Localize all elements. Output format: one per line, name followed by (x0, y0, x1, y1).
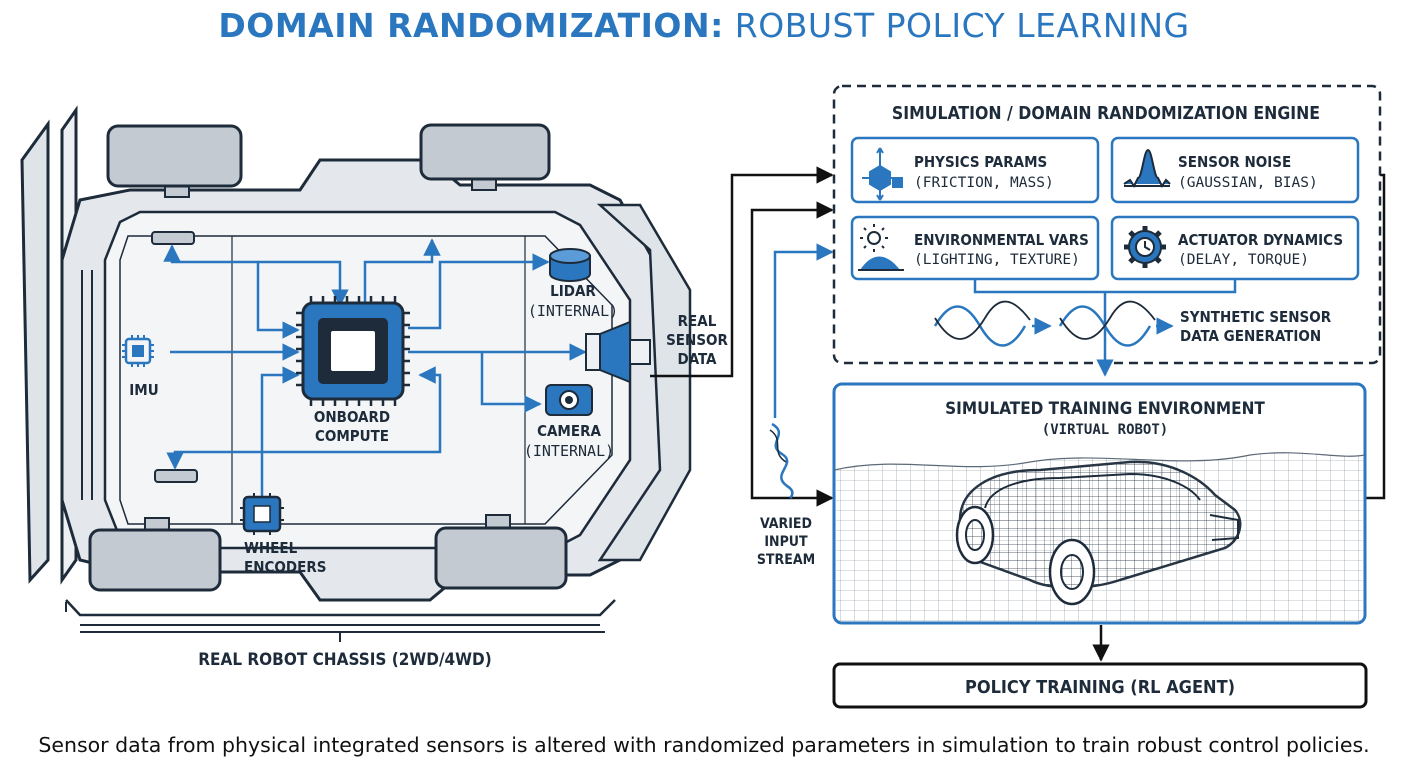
synthetic-waves-icon (933, 300, 1174, 347)
synth-label-2: DATA GENERATION (1180, 327, 1321, 345)
lidar-icon (549, 248, 591, 282)
sensor-noise-icon (1123, 148, 1171, 188)
camera-label-2: (INTERNAL) (524, 442, 614, 460)
synth-label-1: SYNTHETIC SENSOR (1180, 308, 1332, 326)
robot-wiring (163, 238, 587, 496)
randomization-engine: SIMULATION / DOMAIN RANDOMIZATION ENGINE… (832, 84, 1382, 375)
virtual-robot-icon (955, 460, 1242, 606)
physics-title: PHYSICS PARAMS (914, 153, 1047, 171)
real-data-label-2: SENSOR (666, 331, 728, 349)
title-bold: DOMAIN RANDOMIZATION: (218, 6, 724, 45)
wheel-label-1: WHEEL (244, 539, 298, 557)
sensor-head-icon (585, 320, 651, 384)
noise-title: SENSOR NOISE (1178, 153, 1291, 171)
imu-icon (122, 335, 154, 367)
caption: Sensor data from physical integrated sen… (38, 733, 1370, 757)
env-sub: (LIGHTING, TEXTURE) (914, 252, 1080, 268)
engine-title: SIMULATION / DOMAIN RANDOMIZATION ENGINE (892, 104, 1320, 124)
policy-label: POLICY TRAINING (RL AGENT) (965, 677, 1235, 698)
compute-label-1: ONBOARD (314, 408, 390, 426)
page-title: DOMAIN RANDOMIZATION: ROBUST POLICY LEAR… (0, 6, 1408, 45)
simulated-environment: SIMULATED TRAINING ENVIRONMENT (VIRTUAL … (832, 382, 1367, 625)
env-title: ENVIRONMENTAL VARS (914, 231, 1089, 249)
physics-sub: (FRICTION, MASS) (914, 175, 1054, 191)
real-data-label-1: REAL (678, 312, 717, 330)
actuator-gear-icon (1124, 226, 1166, 268)
compute-label-2: COMPUTE (315, 427, 389, 445)
policy-training-box: POLICY TRAINING (RL AGENT) (832, 662, 1368, 709)
wheel-encoder-icon (240, 493, 284, 535)
physics-icon (862, 147, 903, 201)
noise-sub: (GAUSSIAN, BIAS) (1178, 175, 1318, 191)
act-sub: (DELAY, TORQUE) (1178, 252, 1309, 268)
chassis-label: REAL ROBOT CHASSIS (2WD/4WD) (198, 650, 491, 670)
varied-label-2: INPUT (764, 534, 808, 550)
wheel-rear-left (88, 517, 222, 592)
lidar-label-1: LIDAR (550, 282, 596, 300)
varied-label-1: VARIED (760, 516, 812, 532)
cpu-icon (296, 296, 410, 406)
imu-label: IMU (129, 381, 158, 399)
title-light: ROBUST POLICY LEARNING (734, 6, 1190, 45)
varied-wave-icon (771, 422, 794, 499)
wheel-rear-right (434, 514, 568, 590)
wheel-label-2: ENCODERS (244, 558, 326, 576)
real-data-label-3: DATA (678, 350, 718, 368)
varied-label-3: STREAM (757, 552, 815, 568)
environment-icon (858, 224, 904, 271)
camera-label-1: CAMERA (537, 422, 601, 440)
wheel-front-right (419, 123, 551, 191)
sim-env-subtitle: (VIRTUAL ROBOT) (1042, 422, 1168, 438)
sim-env-title: SIMULATED TRAINING ENVIRONMENT (945, 399, 1265, 419)
camera-icon (545, 384, 593, 416)
act-title: ACTUATOR DYNAMICS (1178, 231, 1343, 249)
lidar-label-2: (INTERNAL) (528, 302, 618, 320)
wheel-front-left (106, 124, 243, 198)
